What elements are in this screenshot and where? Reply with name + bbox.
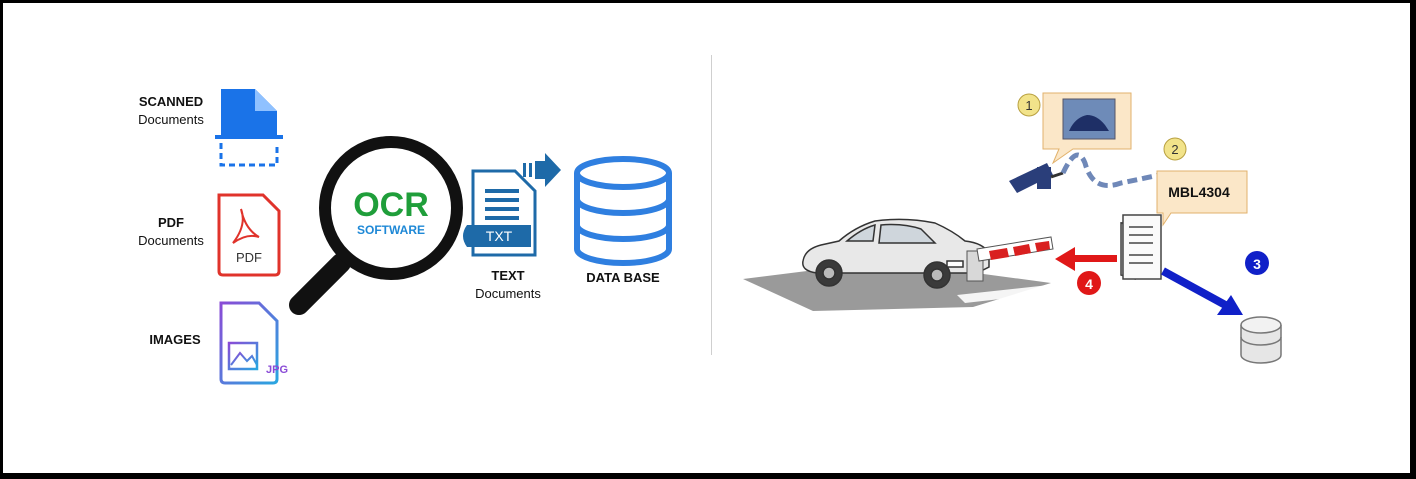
photo-callout: [1042, 92, 1132, 165]
magnifier-icon: OCR SOFTWARE: [289, 136, 463, 315]
barrier-gate: [966, 236, 1054, 282]
blue-arrow: [1161, 267, 1243, 315]
txt-badge: TXT: [486, 228, 513, 244]
svg-text:1: 1: [1025, 98, 1032, 113]
database-icon: [574, 156, 672, 266]
txt-document-icon: TXT: [463, 153, 561, 257]
text-documents-label: TEXT Documents: [475, 268, 541, 301]
figure-frame: SCANNED Documents PDF Documents IMAGES P…: [3, 3, 1410, 473]
pdf-document-icon: PDF: [217, 193, 281, 277]
jpg-badge: JPG: [266, 364, 288, 376]
panel-divider: [711, 55, 712, 355]
database-label: DATA BASE: [586, 270, 660, 285]
pdf-badge: PDF: [236, 250, 262, 265]
plate-text: MBL4304: [1168, 184, 1230, 200]
svg-text:2: 2: [1171, 142, 1178, 157]
camera-icon: [1009, 163, 1064, 193]
step-marker-4: 4: [1077, 271, 1101, 295]
scanned-document-icon: [215, 89, 283, 167]
image-document-icon: JPG: [219, 301, 288, 385]
ocr-title: OCR: [353, 186, 429, 224]
plate-callout: MBL4304: [1156, 170, 1248, 227]
step-marker-2: 2: [1163, 137, 1187, 161]
server-icon: [1120, 214, 1162, 280]
database-cylinder-icon: [1240, 316, 1282, 364]
step-marker-3: 3: [1245, 251, 1269, 275]
svg-text:3: 3: [1253, 256, 1261, 272]
red-arrow: [1055, 247, 1117, 271]
ocr-diagram: PDF JPG OCR SOFTWARE: [215, 89, 672, 385]
images-label: IMAGES: [149, 332, 201, 347]
step-marker-1: 1: [1017, 93, 1041, 117]
pdf-label: PDF Documents: [138, 215, 204, 248]
svg-text:4: 4: [1085, 276, 1093, 292]
ocr-subtitle: SOFTWARE: [357, 223, 425, 237]
car-icon: [802, 218, 990, 289]
anpr-diagram: MBL4304 1: [743, 92, 1282, 364]
scanned-label: SCANNED Documents: [138, 94, 204, 127]
